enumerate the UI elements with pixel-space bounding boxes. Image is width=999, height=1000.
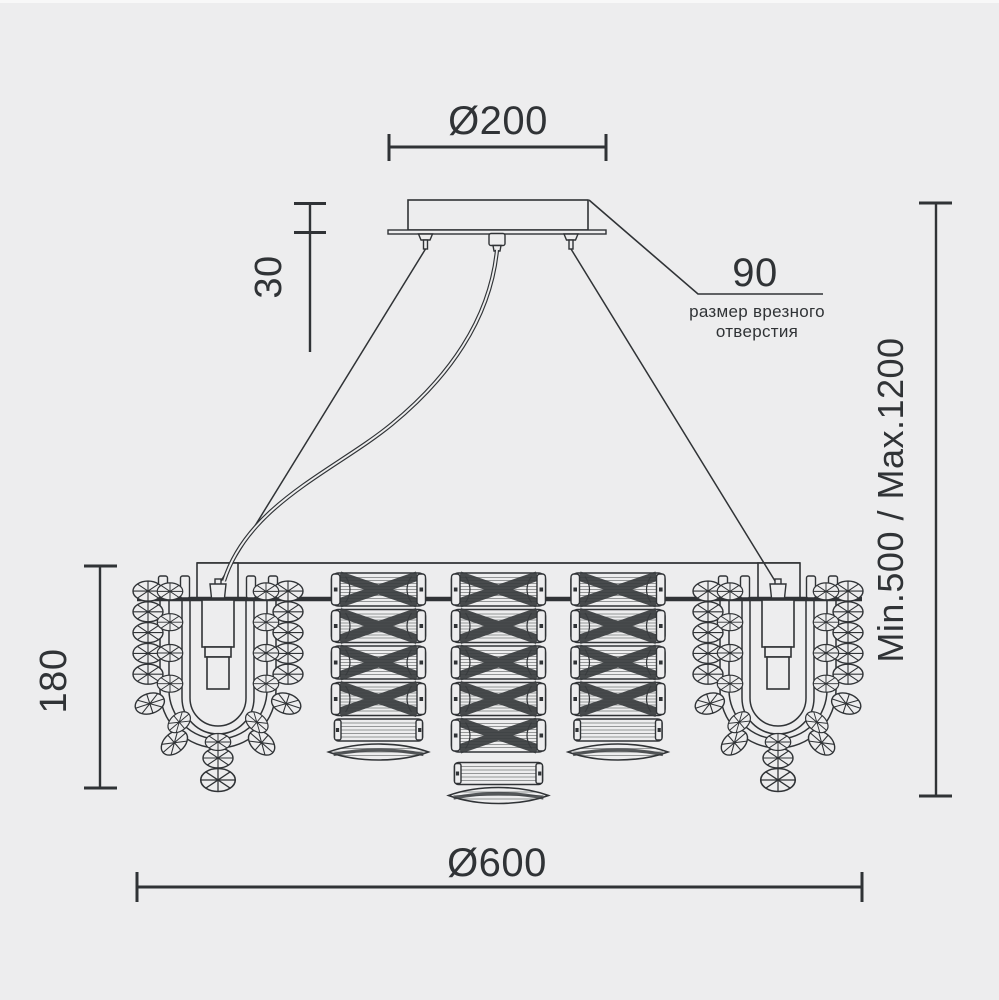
canopy-height-label: 30 — [248, 255, 290, 298]
dimension-ticks — [135, 872, 864, 902]
cable-gripper-right — [563, 233, 579, 250]
suspension-height-label: Min.500 / Max.1200 — [870, 337, 911, 662]
cutout-hole-caption-line1: размер врезного — [689, 302, 825, 321]
ceiling-plate — [387, 199, 607, 252]
crystal-pendant-right — [691, 575, 865, 793]
dimension-ticks — [84, 564, 117, 790]
canopy-diameter-label: Ø200 — [448, 99, 548, 143]
dimension-ticks — [294, 202, 326, 234]
power-cord — [221, 249, 500, 582]
crystal-elements — [131, 573, 865, 806]
cutout-hole-caption-line2: отверстия — [716, 322, 798, 341]
suspension-cables — [217, 248, 779, 586]
dimension-ticks — [387, 134, 608, 161]
canopy-body — [407, 199, 589, 231]
crystal-column-center — [449, 573, 549, 806]
dimension-canopy-height: 30 — [248, 202, 326, 352]
crystal-column-right — [568, 573, 668, 762]
dimension-body-height: 180 — [33, 564, 117, 790]
dimension-suspension-height: Min.500 / Max.1200 — [870, 201, 952, 798]
dimension-canopy-diameter: Ø200 — [387, 99, 608, 161]
cable-gripper-left — [417, 233, 434, 250]
cutout-hole-label: 90 — [732, 251, 778, 295]
crystal-column-left — [329, 573, 429, 762]
body-height-label: 180 — [33, 649, 75, 714]
fixture-diameter-label: Ø600 — [447, 841, 547, 885]
cord-fitting — [488, 232, 506, 247]
suspension-cable-right — [570, 248, 779, 586]
cord-fitting-neck — [492, 244, 502, 252]
leader-line — [588, 199, 823, 295]
crystal-pendant-left — [131, 575, 305, 793]
dimension-ticks — [919, 201, 952, 798]
dimension-fixture-diameter: Ø600 — [135, 841, 864, 902]
dimension-cutout-hole: 90 размер врезного отверстия — [588, 199, 825, 341]
power-cord-inner — [223, 249, 498, 582]
